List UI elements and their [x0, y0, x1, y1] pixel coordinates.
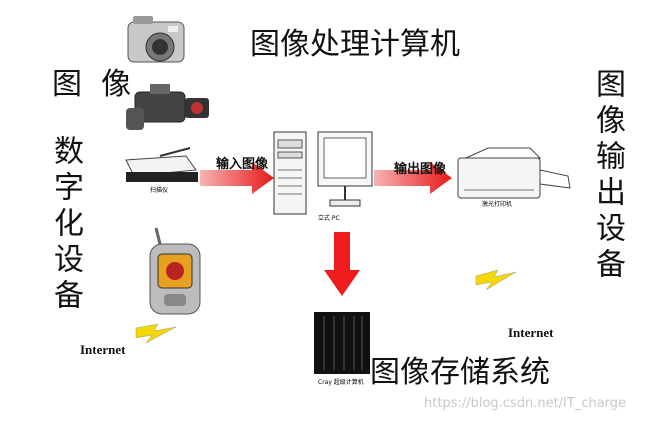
- arrow-output-icon: [374, 162, 452, 194]
- digital-camera-icon: [127, 16, 185, 63]
- printer-caption: 激光打印机: [482, 200, 512, 208]
- lightning-bolt-left-icon: [135, 323, 177, 344]
- mobile-phone-icon: [149, 227, 201, 315]
- pc-caption: 立式 PC: [318, 214, 340, 222]
- scanner-caption: 扫描仪: [150, 186, 168, 194]
- monitor-icon: [317, 131, 373, 207]
- arrow-down-icon: [324, 232, 360, 296]
- laser-printer-icon: [457, 147, 571, 199]
- arrow-input-icon: [200, 162, 274, 194]
- scanner-icon: [125, 147, 198, 182]
- arrow-output-label: 输出图像: [394, 161, 447, 176]
- internet-label-left: Internet: [80, 342, 126, 357]
- lightning-bolt-right-icon: [475, 269, 517, 291]
- supercomputer-icon: [314, 312, 370, 374]
- diagram-title: 图像处理计算机: [250, 27, 460, 62]
- right-heading-vertical: 图像输出设备: [590, 68, 625, 284]
- supercomputer-caption: Cray 超级计算机: [318, 378, 364, 386]
- left-heading-vertical: 数字化设备: [48, 135, 83, 315]
- arrow-input-label: 输入图像: [216, 156, 269, 171]
- internet-label-right: Internet: [508, 325, 554, 340]
- watermark: https://blog.csdn.net/IT_charge: [424, 396, 627, 411]
- camcorder-icon: [126, 84, 209, 130]
- left-heading-top: 图 像: [52, 67, 132, 102]
- pc-tower-icon: [273, 131, 307, 215]
- storage-label: 图像存储系统: [370, 355, 550, 390]
